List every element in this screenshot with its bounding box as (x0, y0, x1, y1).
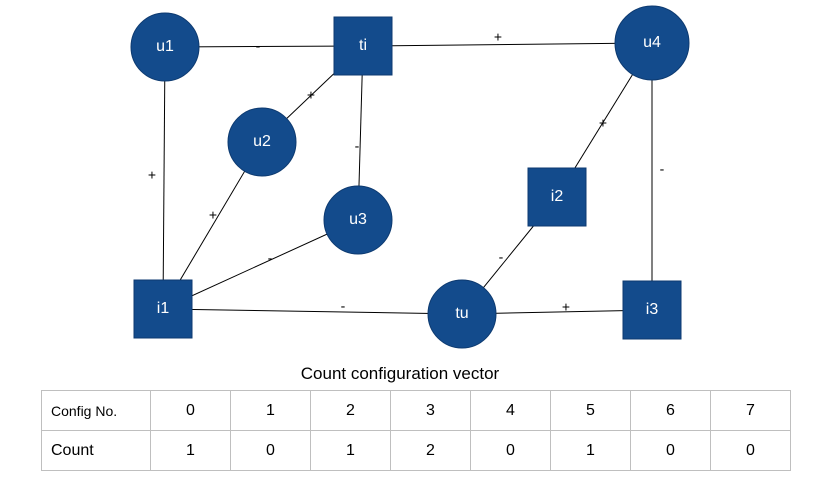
count-cell: 0 (710, 430, 791, 471)
edge-sign-ti-u3: - (355, 138, 360, 154)
node-circle (227, 107, 297, 177)
edge-sign-i1-tu: - (341, 298, 346, 314)
count-configuration-table: Config No. 0 1 2 3 4 5 6 7 Count 1 0 1 2… (41, 390, 791, 471)
edge-sign-u3-i1: - (268, 250, 273, 266)
node-u4: u4 (614, 5, 690, 81)
edge-sign-tu-i3: + (562, 299, 570, 315)
edge-sign-u1-i1: + (148, 167, 156, 183)
node-circle (323, 185, 393, 255)
node-circle (614, 5, 690, 81)
node-label: i2 (551, 188, 564, 205)
edge-sign-i2-u4: + (599, 115, 607, 131)
count-cell: 0 (470, 430, 551, 471)
edge-sign-ti-u2: + (307, 87, 315, 103)
count-cell: 1 (150, 430, 231, 471)
edge-sign-u4-i3: - (660, 161, 665, 177)
config-number-cell: 0 (150, 390, 231, 431)
signed-graph: - + + + - + - - + - + - u1 ti u4 u2 u3 i2 i1 tu i3 (130, 5, 690, 349)
node-tu: tu (427, 279, 497, 349)
edge-i1-tu (162, 308, 463, 315)
node-label: tu (455, 305, 468, 322)
edge-sign-u2-i1: + (209, 207, 217, 223)
node-i1: i1 (133, 279, 193, 339)
node-square (333, 16, 393, 76)
count-cell: 2 (390, 430, 471, 471)
nodes-layer: u1 ti u4 u2 u3 i2 i1 tu i3 (130, 5, 690, 349)
node-label: i1 (157, 300, 170, 317)
config-number-cell: 4 (470, 390, 551, 431)
edge-sign-ti-u4: + (494, 29, 502, 45)
node-square (622, 280, 682, 340)
node-circle (130, 12, 200, 82)
config-number-cell: 2 (310, 390, 391, 431)
config-number-header: Config No. (41, 390, 151, 431)
node-ti: ti (333, 16, 393, 76)
node-square (527, 167, 587, 227)
config-number-cell: 1 (230, 390, 311, 431)
count-cell: 0 (230, 430, 311, 471)
node-label: i3 (646, 301, 659, 318)
edge-sign-u1-ti: - (256, 38, 261, 54)
node-square (133, 279, 193, 339)
node-u3: u3 (323, 185, 393, 255)
node-i2: i2 (527, 167, 587, 227)
node-u1: u1 (130, 12, 200, 82)
node-label: u2 (253, 133, 271, 150)
node-circle (427, 279, 497, 349)
node-label: u1 (156, 38, 174, 55)
edge-ti-u4 (362, 42, 653, 47)
count-header: Count (41, 430, 151, 471)
count-cell: 1 (550, 430, 631, 471)
node-u2: u2 (227, 107, 297, 177)
node-i3: i3 (622, 280, 682, 340)
count-row: Count 1 0 1 2 0 1 0 0 (41, 430, 791, 471)
config-number-cell: 7 (710, 390, 791, 431)
config-number-row: Config No. 0 1 2 3 4 5 6 7 (41, 390, 791, 431)
config-number-cell: 3 (390, 390, 471, 431)
edge-sign-tu-i2: - (499, 249, 504, 265)
edge-u3-i1 (162, 219, 359, 310)
node-label: u4 (643, 34, 661, 51)
node-label: ti (359, 37, 367, 54)
edge-u1-i1 (162, 46, 166, 310)
node-label: u3 (349, 211, 367, 228)
config-number-cell: 6 (630, 390, 711, 431)
config-number-cell: 5 (550, 390, 631, 431)
edge-signs-layer: - + + + - + - - + - + - (148, 29, 665, 315)
table-caption: Count configuration vector (300, 364, 500, 383)
count-cell: 1 (310, 430, 391, 471)
count-cell: 0 (630, 430, 711, 471)
